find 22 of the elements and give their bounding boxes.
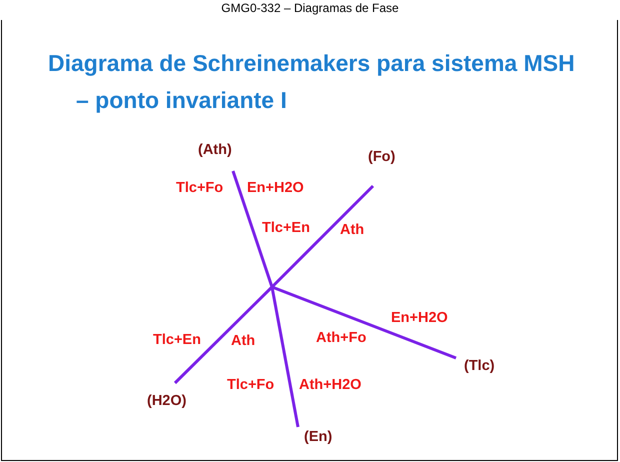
assemblage-label: En+H2O [247, 180, 304, 196]
reaction-line [270, 286, 300, 428]
reaction-line [232, 170, 274, 288]
phase-label: (Tlc) [464, 358, 495, 374]
assemblage-label: Tlc+Fo [176, 180, 224, 196]
phase-label: (Ath) [198, 142, 232, 158]
phase-label: (Fo) [368, 149, 396, 165]
assemblage-label: Ath+H2O [299, 377, 362, 393]
assemblage-label: Tlc+En [153, 332, 201, 348]
reaction-line [174, 286, 274, 384]
assemblage-label: Ath [340, 222, 364, 238]
phase-label: (H2O) [147, 393, 186, 409]
assemblage-label: Ath [231, 333, 256, 349]
header-text: GMG0-332 – Diagramas de Fase [220, 1, 400, 15]
assemblage-label: Tlc+Fo [227, 377, 274, 393]
phase-label: (En) [304, 429, 332, 445]
reaction-line [271, 286, 457, 360]
assemblage-label: En+H2O [391, 310, 448, 326]
slide-title: Diagrama de Schreinemakers para sistema MSH – ponto invariante I [48, 49, 576, 115]
assemblage-label: Ath+Fo [316, 330, 366, 346]
reaction-line [270, 184, 374, 288]
assemblage-label: Tlc+En [262, 220, 310, 236]
